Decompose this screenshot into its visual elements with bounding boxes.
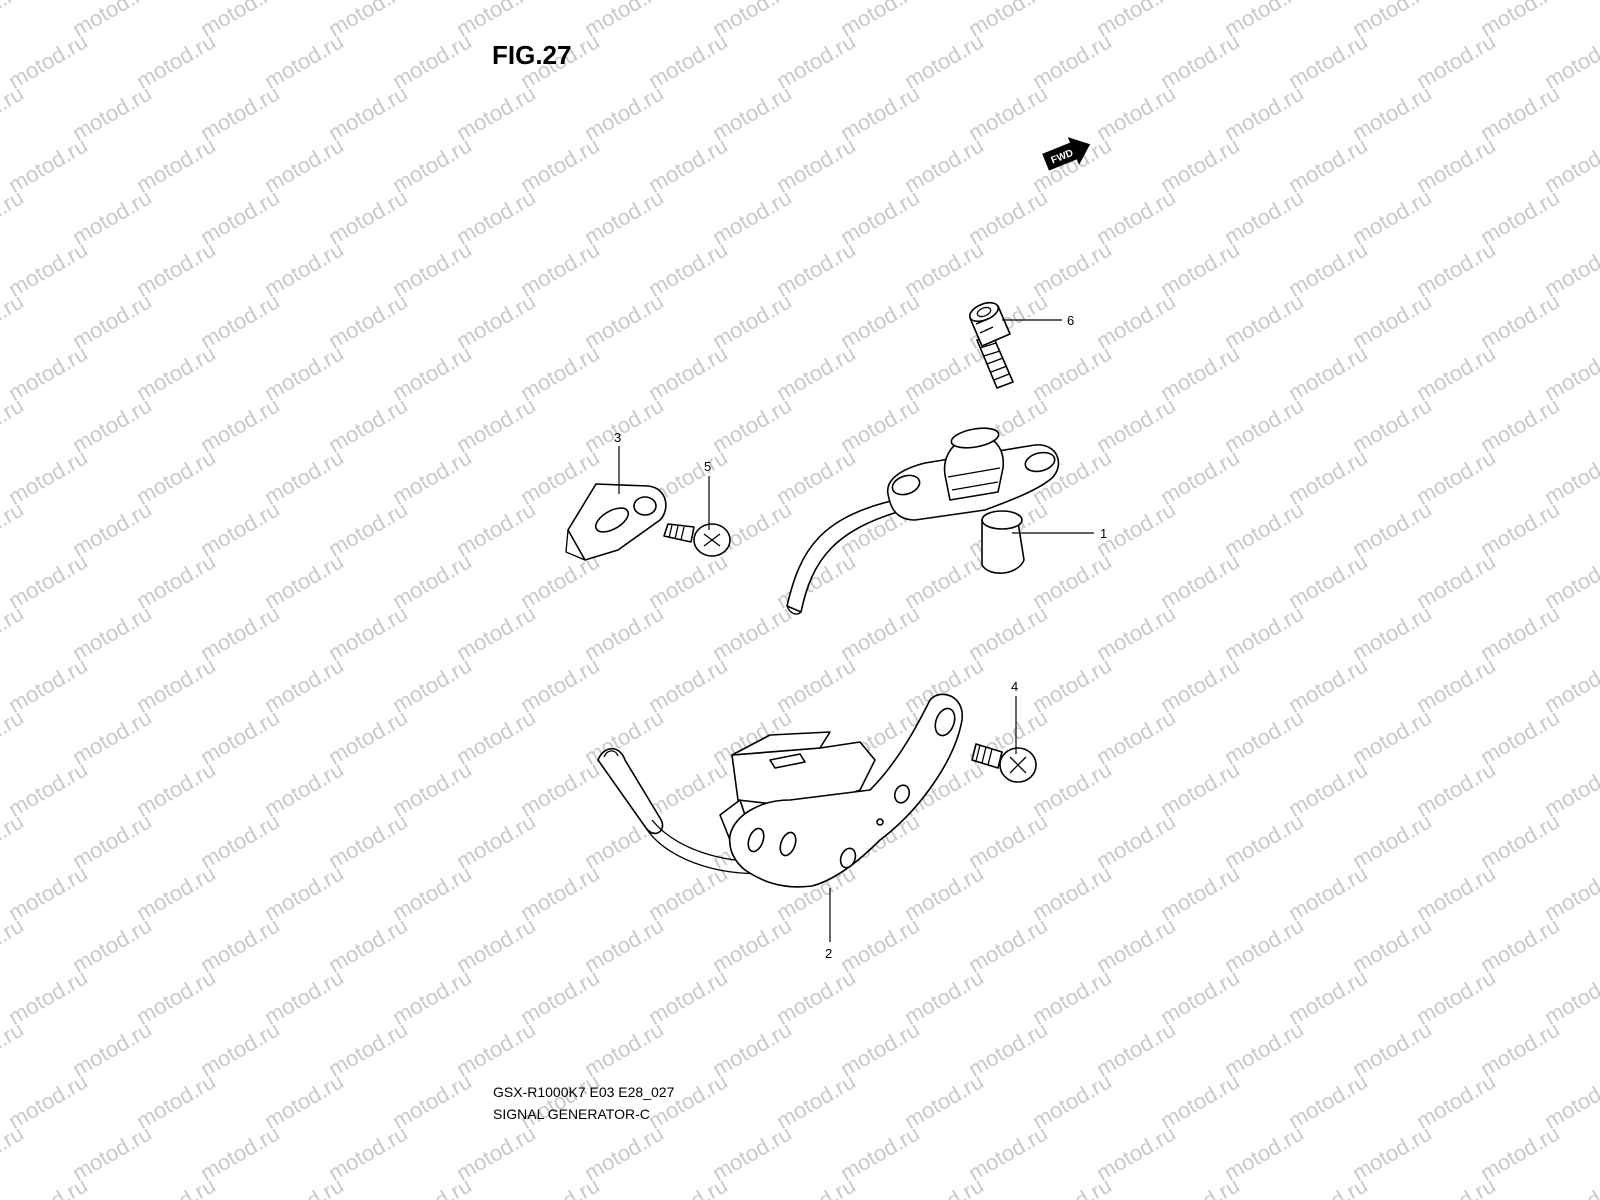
callout-3: 3 (614, 430, 621, 445)
callout-1: 1 (1100, 526, 1107, 541)
screw-part-5 (663, 523, 731, 557)
bolt-part-6 (968, 301, 1014, 389)
fwd-arrow-icon: FWD (1042, 137, 1091, 171)
callout-5: 5 (704, 459, 711, 474)
diagram-code: GSX-R1000K7 E03 E28_027 (493, 1084, 675, 1100)
callout-4: 4 (1011, 679, 1018, 694)
signal-generator-part-2 (597, 693, 963, 888)
screw-part-4 (971, 743, 1037, 783)
callout-2: 2 (825, 946, 832, 961)
figure-title: FIG.27 (492, 40, 572, 70)
bracket-part-3 (565, 483, 667, 561)
callout-6: 6 (1067, 313, 1074, 328)
diagram-name: SIGNAL GENERATOR-C (493, 1106, 650, 1122)
sensor-part-1 (786, 427, 1060, 615)
